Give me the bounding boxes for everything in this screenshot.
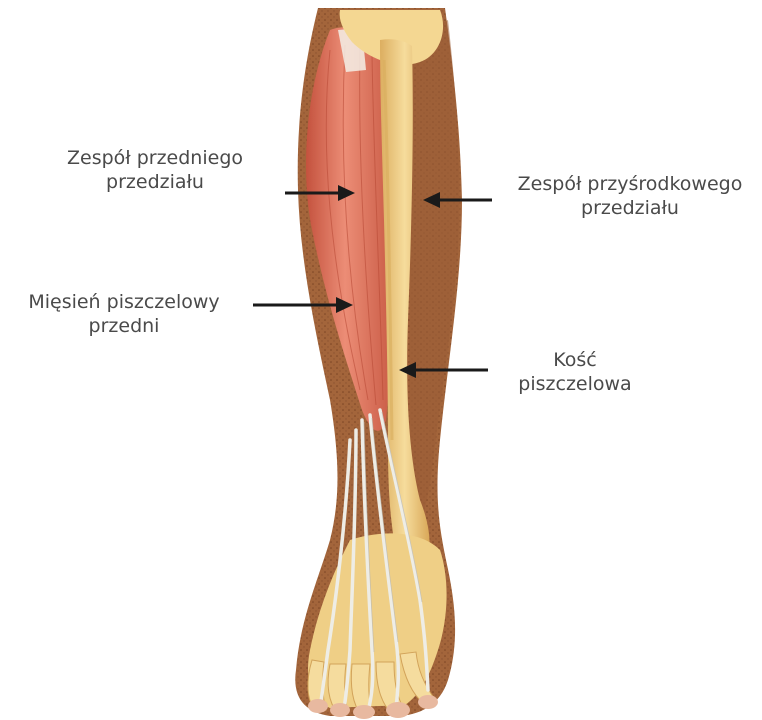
label-line: piszczelowa [505,372,645,396]
label-anterior-compartment: Zespół przedniego przedziału [40,146,270,194]
medial-compartment-region [405,20,459,540]
label-line: Zespół przedniego [40,146,270,170]
tibialis-anterior-muscle [306,27,393,431]
label-line: przedziału [40,170,270,194]
label-line: Zespół przyśrodkowego [505,172,755,196]
label-line: przedziału [505,196,755,220]
label-tibialis-anterior: Mięsień piszczelowy przedni [6,290,242,338]
label-line: Kość [505,348,645,372]
label-medial-compartment: Zespół przyśrodkowego przedziału [505,172,755,220]
label-line: przedni [6,314,242,338]
label-tibia: Kość piszczelowa [505,348,645,396]
label-line: Mięsień piszczelowy [6,290,242,314]
